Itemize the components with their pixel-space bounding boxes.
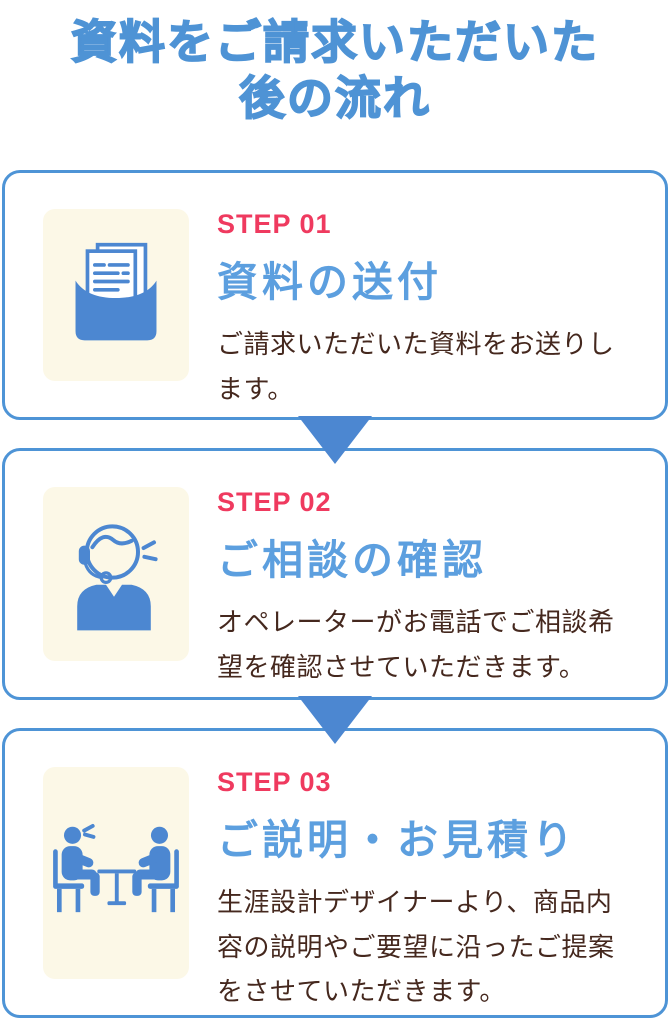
step-3-text: STEP 03 ご説明・お見積り 生涯設計デザイナーより、商品内容の説明やご要望… <box>217 767 625 1006</box>
page-title-line2: 後の流れ <box>238 71 431 125</box>
step-gap-1 <box>0 416 670 464</box>
step-1-icon-tile <box>43 209 189 381</box>
step-1-label: STEP 01 <box>217 209 332 239</box>
step-3-label: STEP 03 <box>217 767 332 797</box>
step-2-icon-tile <box>43 487 189 661</box>
step-1-body: ご請求いただいた資料をお送りします。 <box>217 329 615 404</box>
step-2-heading: ご相談の確認 <box>217 537 487 583</box>
arrow-down-icon <box>298 416 372 464</box>
meeting-people-icon <box>50 819 182 928</box>
step-3-heading: ご説明・お見積り <box>217 817 577 863</box>
page-title-line1: 資料をご請求いただいた <box>70 15 599 69</box>
arrow-down-icon <box>298 696 372 744</box>
step-1-heading: 資料の送付 <box>217 259 442 305</box>
step-gap-2 <box>0 696 670 744</box>
step-2-label: STEP 02 <box>217 487 332 517</box>
page-title: 資料をご請求いただいた 後の流れ <box>0 0 670 142</box>
operator-headset-icon <box>58 512 174 637</box>
step-card-1: STEP 01 資料の送付 ご請求いただいた資料をお送りします。 <box>2 170 668 420</box>
step-3-body: 生涯設計デザイナーより、商品内容の説明やご要望に沿ったご提案をさせていただきます… <box>217 887 615 1007</box>
step-card-3: STEP 03 ご説明・お見積り 生涯設計デザイナーより、商品内容の説明やご要望… <box>2 728 668 1018</box>
step-2-text: STEP 02 ご相談の確認 オペレーターがお電話でご相談希望を確認させていただ… <box>217 487 625 682</box>
step-card-2: STEP 02 ご相談の確認 オペレーターがお電話でご相談希望を確認させていただ… <box>2 448 668 700</box>
step-1-text: STEP 01 資料の送付 ご請求いただいた資料をお送りします。 <box>217 209 625 404</box>
step-3-icon-tile <box>43 767 189 979</box>
envelope-documents-icon <box>70 239 162 352</box>
step-2-body: オペレーターがお電話でご相談希望を確認させていただきます。 <box>217 607 615 682</box>
